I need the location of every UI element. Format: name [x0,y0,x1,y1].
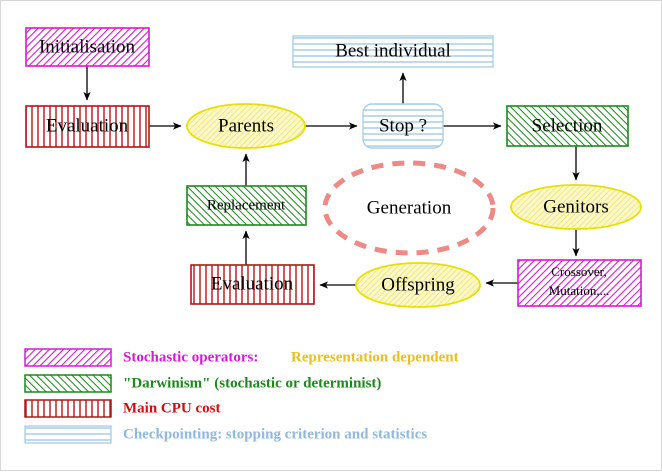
replacement-label: Replacement [207,197,286,213]
generation-label: Generation [367,197,452,218]
parents-ellipse[interactable] [186,103,306,149]
best-individual-box[interactable] [292,35,494,68]
node-replacement[interactable]: Replacement [186,185,307,226]
evaluation-bottom-label: Evaluation [211,273,294,294]
evaluation-top-label: Evaluation [46,115,129,136]
legend-label-cpu: Main CPU cost [123,400,221,416]
evaluation-top-box[interactable] [25,105,150,148]
crossover-box[interactable] [517,259,642,307]
node-best-individual[interactable]: Best individual [292,35,494,68]
best-individual-label: Best individual [335,40,451,61]
replacement-box[interactable] [186,185,307,226]
node-genitors[interactable]: Genitors [510,184,642,230]
legend-label-stochastic-operators: Stochastic operators: [123,349,258,365]
offspring-ellipse[interactable] [355,262,481,308]
legend-row-stochastic: Stochastic operators: Representation dep… [24,348,459,367]
node-evaluation-bottom[interactable]: Evaluation [190,264,315,305]
parents-label: Parents [218,115,274,136]
node-selection[interactable]: Selection [506,105,629,147]
node-generation: Generation [322,160,496,256]
node-parents[interactable]: Parents [186,103,306,149]
offspring-label: Offspring [381,274,455,295]
legend-swatch-darwinism [24,374,112,393]
legend-swatch-cpu [24,399,112,418]
crossover-label-line2: Mutation,... [549,283,610,298]
node-evaluation-top[interactable]: Evaluation [25,105,150,148]
legend-row-darwinism: "Darwinism" (stochastic or determinist) [24,374,381,393]
legend-label-representation-dependent: Representation dependent [291,349,459,365]
legend-label-checkpoint: Checkpointing: stopping criterion and st… [123,426,427,442]
legend-swatch-stochastic [24,348,112,367]
legend-row-checkpoint: Checkpointing: stopping criterion and st… [24,425,427,444]
initialisation-label: Initialisation [39,36,136,57]
legend: Stochastic operators: Representation dep… [24,348,459,444]
node-stop[interactable]: Stop ? [362,103,444,149]
selection-box[interactable] [506,105,629,147]
node-offspring[interactable]: Offspring [355,262,481,308]
node-initialisation[interactable]: Initialisation [25,27,150,67]
selection-label: Selection [532,115,603,136]
legend-row-cpu: Main CPU cost [24,399,221,418]
legend-label-darwinism: "Darwinism" (stochastic or determinist) [123,375,381,391]
stop-box[interactable] [362,103,444,149]
crossover-label-line1: Crossover, [551,264,606,279]
genitors-label: Genitors [543,196,608,217]
genitors-ellipse[interactable] [510,184,642,230]
edge-group [83,66,580,289]
node-crossover[interactable]: Crossover, Mutation,... [517,259,642,307]
generation-dashed-ellipse [322,160,496,256]
legend-swatch-checkpoint [24,425,112,444]
stop-label: Stop ? [379,115,427,136]
initialisation-box[interactable] [25,27,150,67]
evaluation-bottom-box[interactable] [190,264,315,305]
